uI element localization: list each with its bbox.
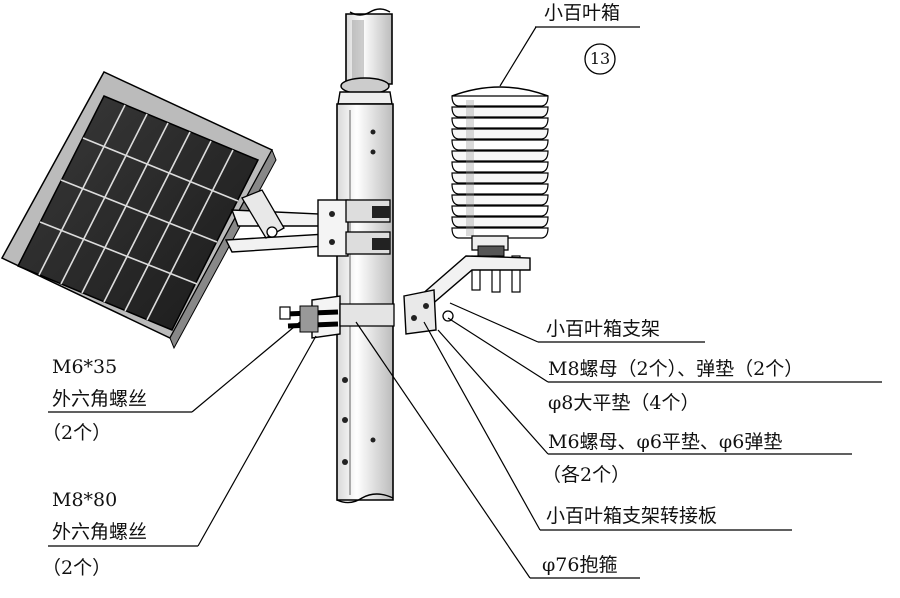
m6-bolt-name-label: 外六角螺丝 — [52, 388, 148, 410]
m6-bolt-size-label: M6*35 — [52, 356, 118, 378]
louver-shade — [466, 100, 474, 236]
louver-ring — [451, 172, 549, 184]
phi8-washer-label: φ8大平垫（4个） — [548, 392, 700, 414]
solar-panel-bracket — [224, 189, 391, 257]
m6-bolt-qty-label: （2个） — [42, 422, 112, 444]
leader-lines — [48, 26, 882, 579]
louver-ring — [451, 117, 549, 129]
louver-ring — [451, 150, 549, 162]
louver-rings — [451, 95, 549, 239]
louver-ring — [451, 194, 549, 206]
shutter-small-label: 小百叶箱 — [544, 2, 621, 24]
louver-ring — [451, 128, 549, 140]
m8-bolt-qty-label: （2个） — [42, 557, 112, 579]
m6-nut-washer-label: M6螺母、φ6平垫、φ6弹垫 — [548, 431, 783, 453]
louver-ring — [451, 95, 549, 107]
solar-panel — [0, 71, 277, 350]
hoop-label: φ76抱箍 — [542, 554, 618, 576]
louver-ring — [451, 183, 549, 195]
louver-shelter — [451, 86, 549, 293]
shelter-bracket — [403, 255, 531, 335]
m8-bolt-name-label: 外六角螺丝 — [52, 521, 148, 543]
louver-ring — [451, 216, 549, 228]
louver-ring — [451, 106, 549, 118]
hoop-clamp — [279, 295, 395, 339]
louver-ring — [451, 161, 549, 173]
adapter-plate-label: 小百叶箱支架转接板 — [546, 505, 718, 527]
m8-nut-washer-label: M8螺母（2个）、弹垫（2个） — [548, 358, 804, 380]
callout-number: 13 — [589, 49, 611, 68]
m8-bolt-size-label: M8*80 — [52, 489, 118, 511]
shutter-bracket-label: 小百叶箱支架 — [546, 318, 661, 340]
m6-nut-qty-label: （各2个） — [542, 464, 631, 486]
louver-ring — [451, 139, 549, 151]
louver-ring — [451, 205, 549, 217]
